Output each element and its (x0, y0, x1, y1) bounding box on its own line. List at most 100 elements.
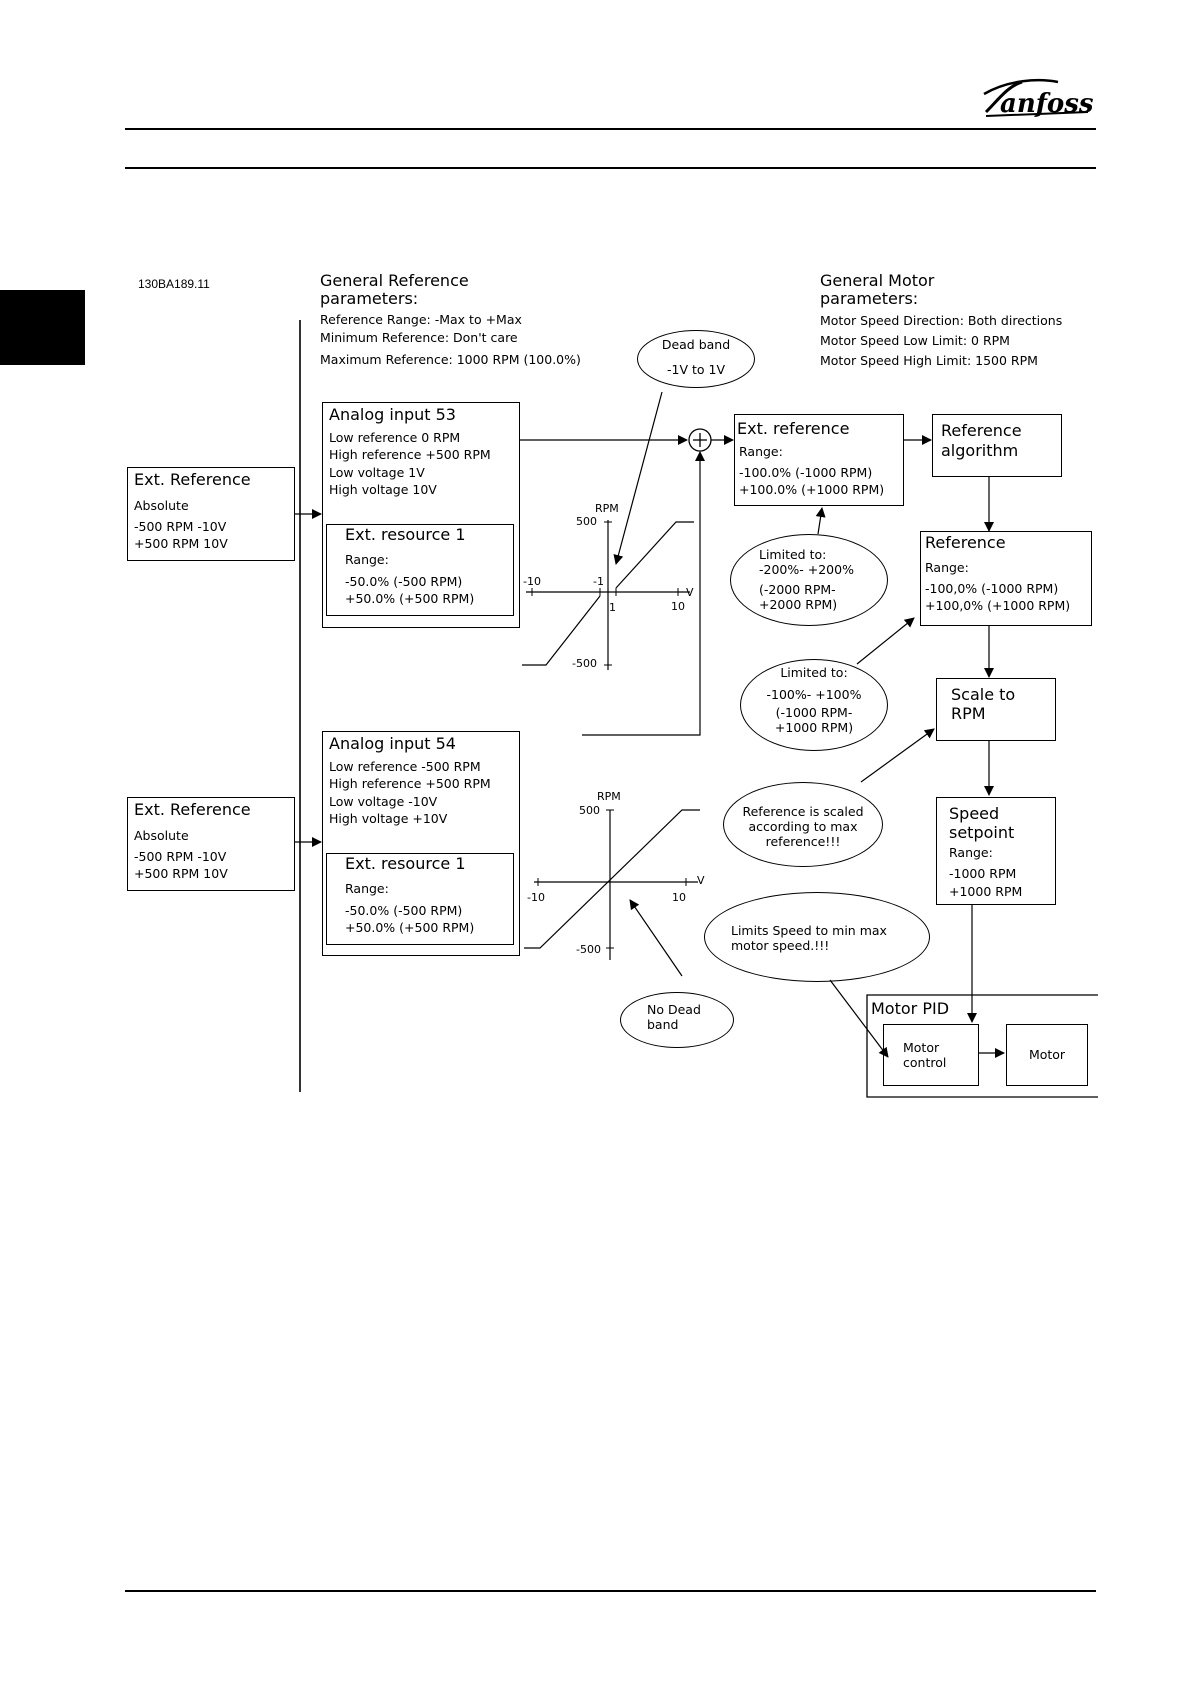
ext-reference-top-box (127, 467, 295, 561)
analog-53-line: High reference +500 RPM (329, 447, 491, 462)
no-dead-band-line: band (647, 1017, 679, 1032)
graph-bottom (524, 809, 700, 960)
ext-reference-top-line: +500 RPM 10V (134, 536, 228, 551)
scaled-note-line: Reference is scaled (742, 804, 864, 819)
general-reference-title-1: General Reference (320, 271, 469, 290)
ext-reference-bottom-title: Ext. Reference (134, 800, 251, 819)
speed-setpoint-box (936, 797, 1056, 905)
ext-ref-sum-title: Ext. reference (737, 419, 850, 438)
limits-note-line: motor speed.!!! (731, 938, 830, 953)
analog-53-line: High voltage 10V (329, 482, 437, 497)
general-motor-title-1: General Motor (820, 271, 935, 290)
analog-54-resource-line: +50.0% (+500 RPM) (345, 920, 475, 935)
graph-top-y-min: -500 (572, 657, 597, 670)
motor-control-box (883, 1024, 979, 1086)
ext-reference-top-line: Absolute (134, 498, 189, 513)
analog-53-resource-line: +50.0% (+500 RPM) (345, 591, 475, 606)
ext-reference-bottom-line: -500 RPM -10V (134, 849, 227, 864)
analog-53-resource-line: Range: (345, 552, 389, 567)
reference-box (920, 531, 1092, 626)
graph-bottom-x-min: -10 (527, 891, 545, 904)
reference-line: -100,0% (-1000 RPM) (925, 581, 1059, 596)
general-motor-line: Motor Speed Low Limit: 0 RPM (820, 333, 1010, 348)
analog-54-title: Analog input 54 (329, 734, 456, 753)
reference-line: Range: (925, 560, 969, 575)
graph-bottom-y-min: -500 (576, 943, 601, 956)
ext-ref-sum-line: Range: (739, 444, 783, 459)
limited-200-line: +2000 RPM) (759, 597, 838, 612)
motor-control-line: Motor (903, 1040, 940, 1055)
speed-setpoint-line: Range: (949, 845, 993, 860)
graph-top-x-min: -10 (523, 575, 541, 588)
danfoss-logo: anfoss (983, 78, 1094, 119)
ext-reference-bottom-box (127, 797, 295, 891)
motor-label: Motor (1028, 1047, 1066, 1062)
analog-54-line: High voltage +10V (329, 811, 448, 826)
reference-algorithm-line: algorithm (941, 441, 1019, 460)
dead-band-line: -1V to 1V (666, 362, 725, 377)
reference-line: +100,0% (+1000 RPM) (925, 598, 1071, 613)
header-rule-top (125, 128, 1096, 130)
analog-53-resource-line: -50.0% (-500 RPM) (345, 574, 463, 589)
scaled-note-ellipse (723, 782, 883, 867)
limits-note-line: Limits Speed to min max (731, 923, 887, 938)
analog-53-line: Low voltage 1V (329, 465, 425, 480)
speed-setpoint-title-1: Speed (949, 804, 1000, 823)
limited-100-line: -100%- +100% (766, 687, 862, 702)
footer-rule (125, 1590, 1096, 1592)
speed-setpoint-line: -1000 RPM (949, 866, 1017, 881)
general-reference-title-2: parameters: (320, 289, 419, 308)
analog-input-53-box (322, 402, 520, 628)
graph-top-db-neg: -1 (593, 575, 604, 588)
limited-100-line: Limited to: (780, 665, 848, 680)
analog-54-resource-title: Ext. resource 1 (345, 854, 466, 873)
graph-top-x-unit: V (686, 586, 694, 599)
chapter-tab (0, 290, 85, 365)
general-reference-line: Minimum Reference: Don't care (320, 330, 518, 345)
limits-note-ellipse (704, 892, 930, 982)
graph-top-y-label: RPM (595, 502, 619, 515)
motor-pid-frame (866, 994, 1098, 1098)
limited-200-line: (-2000 RPM- (759, 582, 836, 597)
ext-reference-bottom-line: +500 RPM 10V (134, 866, 228, 881)
limited-100-ellipse (740, 659, 888, 751)
motor-control-line: control (903, 1055, 947, 1070)
limited-200-line: Limited to: (759, 547, 827, 562)
analog-54-resource-box (326, 853, 514, 945)
no-dead-band-ellipse (620, 992, 734, 1048)
graph-top-y-max: 500 (576, 515, 597, 528)
graph-top (522, 520, 694, 670)
graph-top-x-max: 10 (671, 600, 685, 613)
header-rule-bottom (125, 167, 1096, 169)
analog-54-line: High reference +500 RPM (329, 776, 491, 791)
graph-bottom-y-max: 500 (579, 804, 600, 817)
ext-ref-sum-box (734, 414, 904, 506)
limited-200-line: -200%- +200% (759, 562, 854, 577)
analog-53-line: Low reference 0 RPM (329, 430, 461, 445)
analog-54-resource-line: -50.0% (-500 RPM) (345, 903, 463, 918)
analog-54-resource-line: Range: (345, 881, 389, 896)
limited-100-line: +1000 RPM) (774, 720, 854, 735)
ext-reference-top-title: Ext. Reference (134, 470, 251, 489)
motor-pid-title: Motor PID (871, 999, 950, 1018)
general-reference-line: Maximum Reference: 1000 RPM (100.0%) (320, 352, 581, 367)
motor-box (1006, 1024, 1088, 1086)
no-dead-band-line: No Dead (647, 1002, 701, 1017)
general-motor-line: Motor Speed Direction: Both directions (820, 313, 1063, 328)
general-reference-line: Reference Range: -Max to +Max (320, 312, 522, 327)
scale-to-rpm-line: Scale to (951, 685, 1016, 704)
scaled-note-line: according to max (748, 819, 858, 834)
scaled-note-line: reference!!! (765, 834, 841, 849)
scale-to-rpm-box (936, 678, 1056, 741)
graph-bottom-y-label: RPM (597, 790, 621, 803)
analog-54-line: Low voltage -10V (329, 794, 438, 809)
analog-53-title: Analog input 53 (329, 405, 456, 424)
dead-band-ellipse (637, 330, 755, 388)
graph-bottom-x-unit: V (697, 874, 705, 887)
analog-54-line: Low reference -500 RPM (329, 759, 481, 774)
scale-to-rpm-line: RPM (951, 704, 986, 723)
limited-100-line: (-1000 RPM- (775, 705, 853, 720)
ext-ref-sum-line: +100.0% (+1000 RPM) (739, 482, 885, 497)
general-motor-title-2: parameters: (820, 289, 919, 308)
